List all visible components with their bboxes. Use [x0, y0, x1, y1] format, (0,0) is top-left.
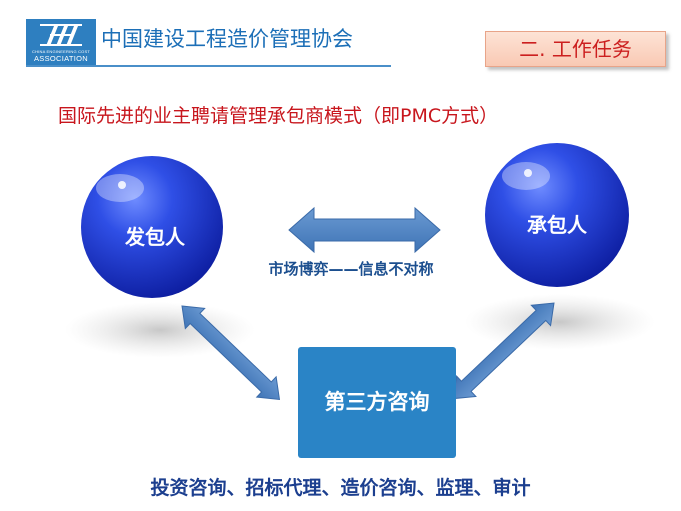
contractor-sphere [485, 143, 629, 287]
client-sphere [81, 156, 223, 298]
third-party-box: 第三方咨询 [298, 347, 456, 458]
logo-line2: ASSOCIATION [33, 54, 88, 63]
section-tab: 二. 工作任务 [485, 31, 666, 67]
association-logo: CHINA ENGINEERING COST ASSOCIATION [26, 19, 96, 65]
contractor-shadow [465, 294, 655, 350]
slide-subtitle: 国际先进的业主聘请管理承包商模式（即PMC方式） [58, 105, 499, 127]
client-third-party-arrow [181, 305, 281, 401]
header-divider [26, 65, 391, 67]
client-label: 发包人 [125, 225, 185, 249]
third-party-label: 第三方咨询 [324, 390, 430, 414]
org-name: 中国建设工程造价管理协会 [101, 27, 353, 51]
logo-line1: CHINA ENGINEERING COST [32, 49, 90, 54]
services-list: 投资咨询、招标代理、造价咨询、监理、审计 [150, 477, 531, 499]
logo-mark-icon [40, 24, 82, 46]
market-game-arrow [288, 206, 441, 254]
client-shadow [65, 302, 255, 358]
contractor-label: 承包人 [527, 213, 587, 237]
market-game-caption: 市场博弈——信息不对称 [268, 260, 434, 278]
